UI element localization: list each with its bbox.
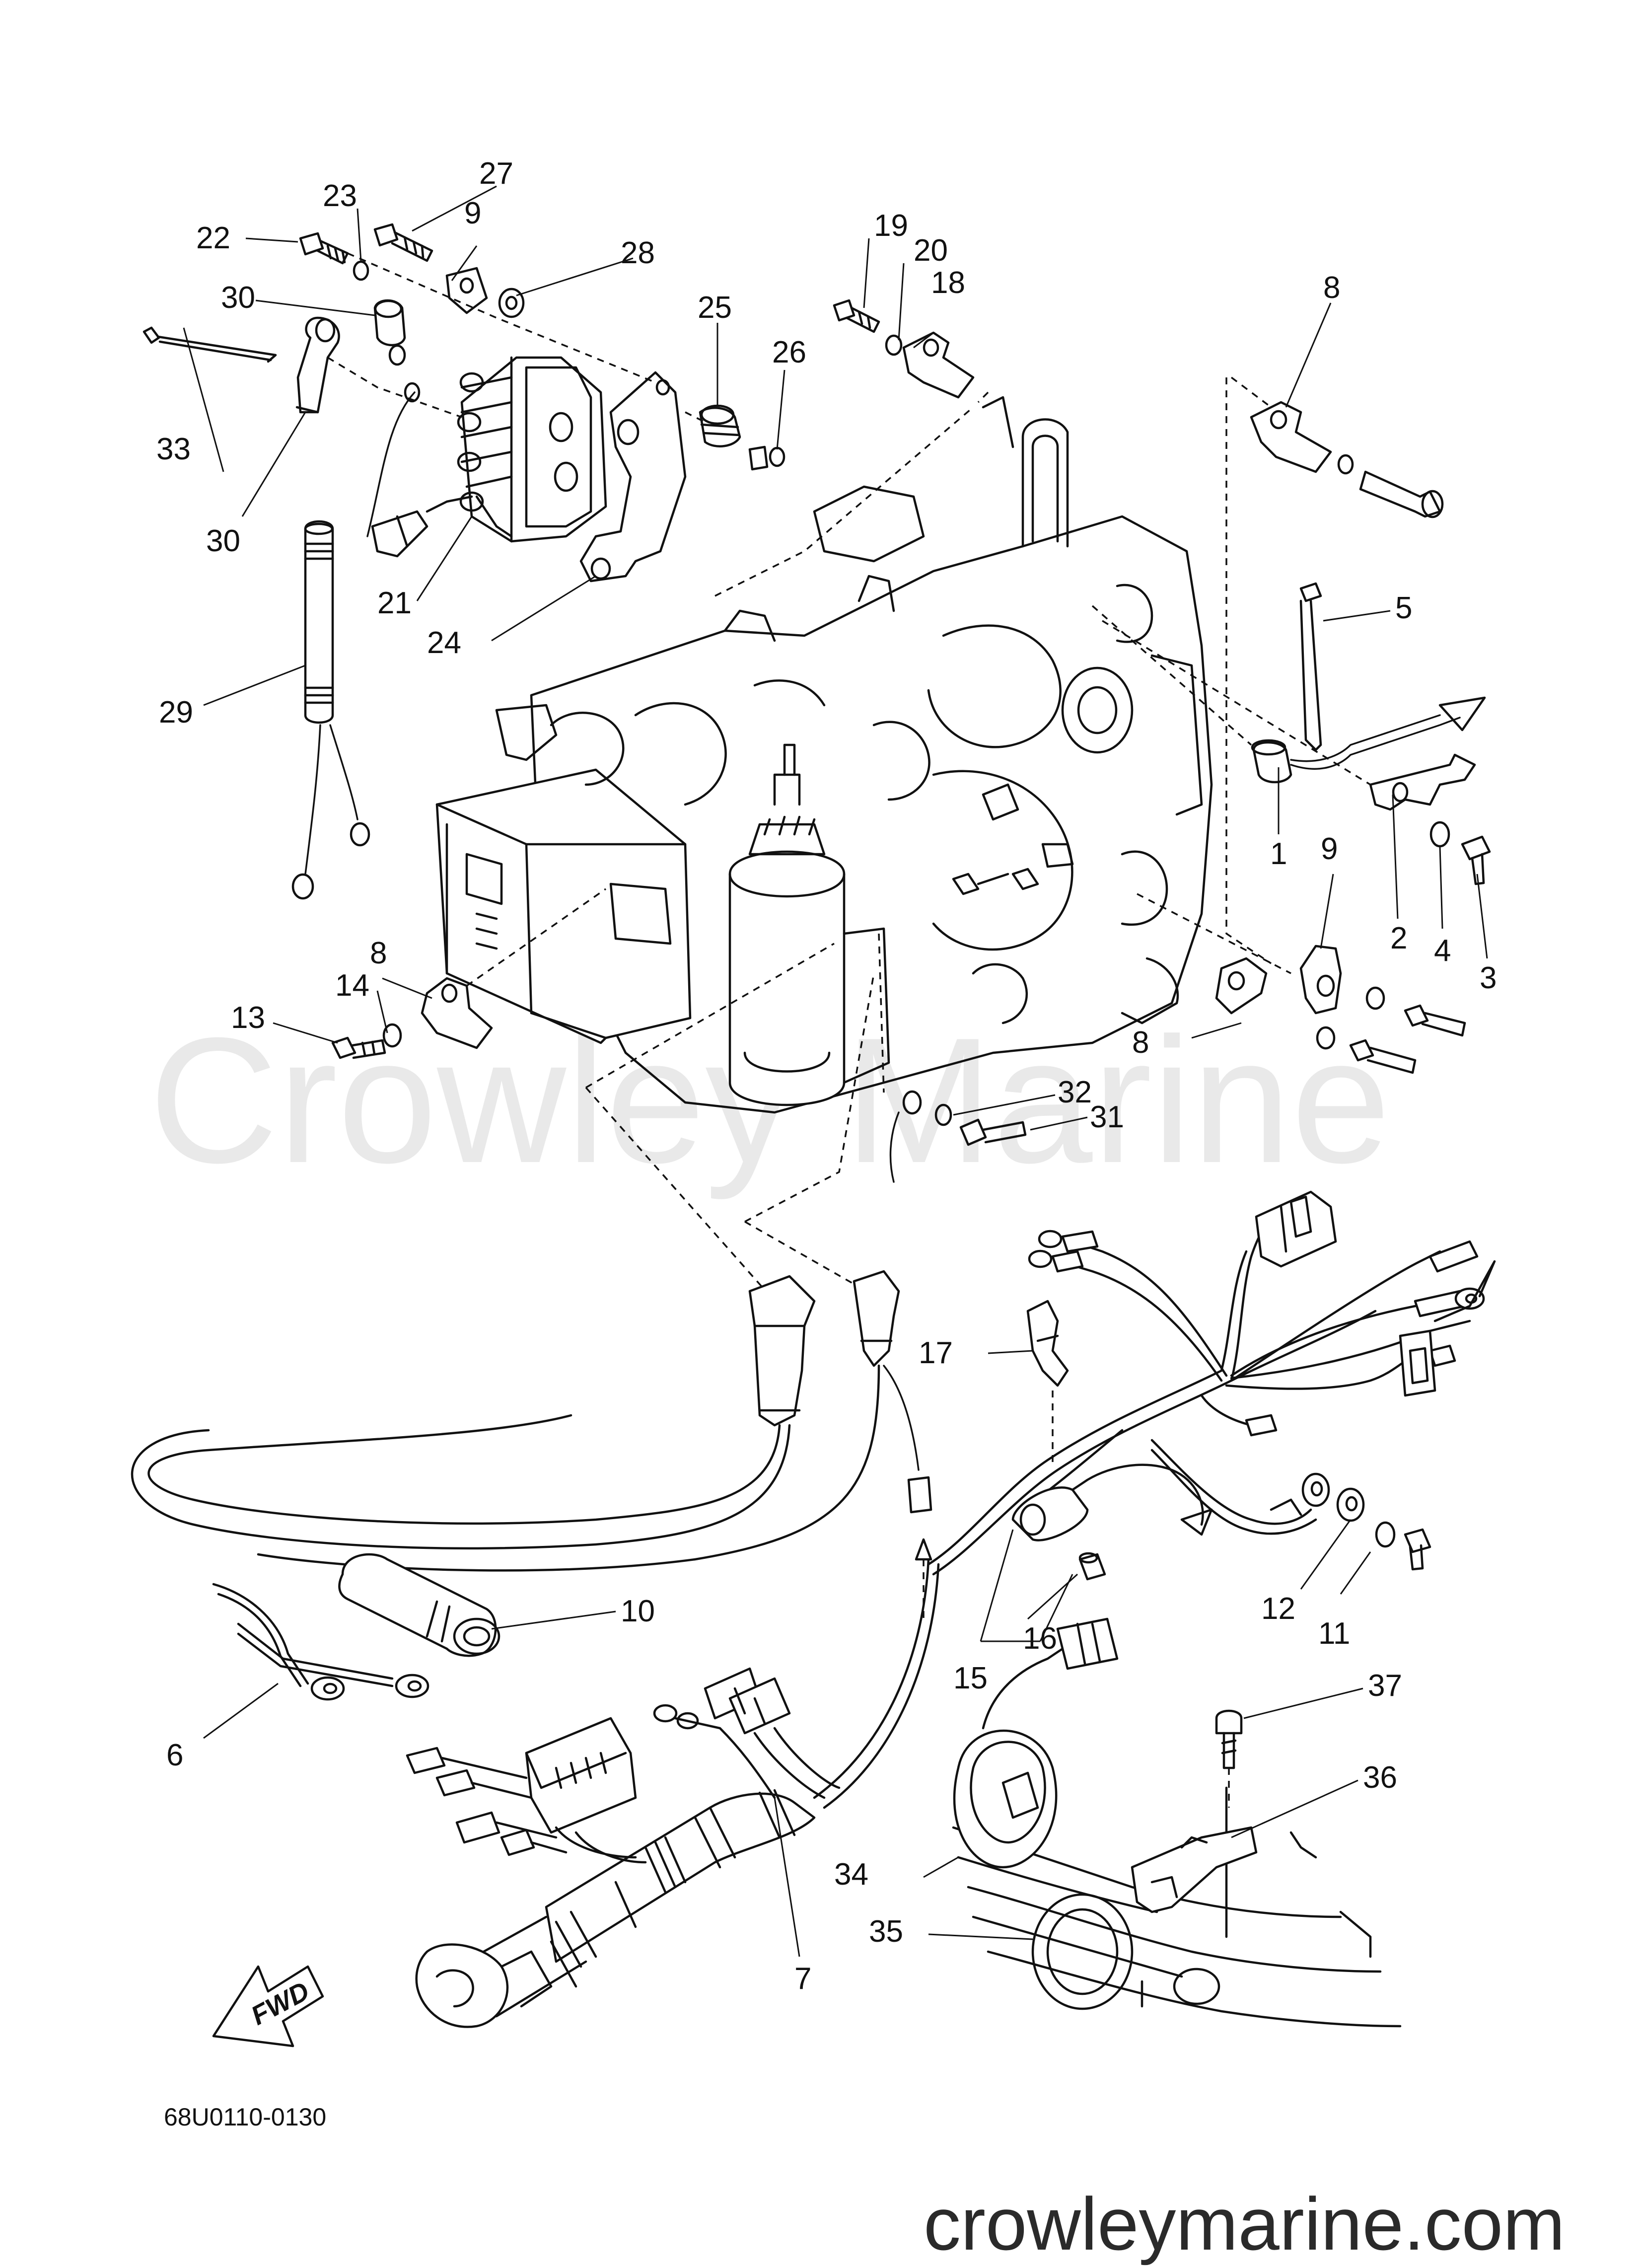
- callout-25: 25: [698, 291, 732, 325]
- bracket-set-right: [1091, 376, 1491, 1074]
- callout-3: 3: [1480, 961, 1497, 995]
- main-wire-harness: [883, 1190, 1496, 1619]
- callout-16: 16: [1023, 1621, 1057, 1656]
- callout-5: 5: [1395, 591, 1412, 625]
- callout-21: 21: [377, 586, 412, 620]
- sub-wire-harness: [406, 1558, 940, 2028]
- callout-1: 1: [1270, 837, 1287, 871]
- callout-23: 23: [323, 179, 357, 213]
- high-tension-cords: [131, 943, 900, 1701]
- callout-9-right: 9: [1321, 832, 1338, 866]
- callout-11: 11: [1318, 1616, 1350, 1651]
- callout-12: 12: [1261, 1592, 1295, 1626]
- callout-34: 34: [834, 1857, 868, 1892]
- callout-2: 2: [1390, 921, 1407, 955]
- callout-8-left: 8: [370, 936, 387, 970]
- leader-lines: [183, 185, 1488, 1957]
- callout-37: 37: [1368, 1669, 1402, 1703]
- callout-8-top: 8: [1323, 271, 1340, 305]
- callout-17: 17: [919, 1336, 953, 1370]
- bracket-set-top: [714, 299, 989, 597]
- callout-22: 22: [196, 221, 230, 255]
- callout-15: 15: [953, 1661, 988, 1695]
- callout-4: 4: [1434, 934, 1451, 968]
- callout-32: 32: [1058, 1075, 1092, 1109]
- callout-8-right: 8: [1132, 1025, 1149, 1060]
- callout-13: 13: [231, 1001, 265, 1035]
- callout-26: 26: [772, 335, 806, 369]
- callout-6: 6: [166, 1738, 183, 1772]
- footer-watermark: crowleymarine.com: [924, 2182, 1565, 2266]
- diagram-code: 68U0110-0130: [164, 2103, 326, 2131]
- callout-31: 31: [1090, 1100, 1124, 1134]
- callout-33: 33: [156, 432, 191, 466]
- callout-30-top: 30: [221, 281, 255, 315]
- plug-cord: [291, 520, 370, 900]
- callout-35: 35: [869, 1914, 903, 1949]
- callout-18: 18: [931, 266, 965, 300]
- callout-labels: 1 2 3 4 5 6 7 8 8 8 9 9 10 11 12 13 14 1…: [156, 156, 1497, 1996]
- fwd-direction-arrow: FWD: [212, 1965, 324, 2048]
- bolt-set-lower: [878, 933, 1027, 1183]
- callout-14: 14: [335, 968, 369, 1003]
- bracket-set-left: [331, 888, 607, 1059]
- callout-29: 29: [159, 695, 193, 730]
- callout-9-top: 9: [464, 196, 481, 230]
- callout-24: 24: [427, 626, 461, 660]
- callout-28: 28: [621, 236, 655, 270]
- callout-20: 20: [914, 233, 948, 268]
- callout-7: 7: [794, 1962, 811, 1996]
- callout-36: 36: [1363, 1760, 1397, 1795]
- engine-block: [435, 396, 1213, 1114]
- callout-30-left: 30: [206, 524, 240, 558]
- switch-panel-assembly: [952, 1617, 1402, 2028]
- callout-10: 10: [621, 1594, 655, 1628]
- ignition-coil-assembly: [143, 223, 785, 583]
- callout-27: 27: [479, 156, 513, 191]
- callout-19: 19: [874, 209, 908, 243]
